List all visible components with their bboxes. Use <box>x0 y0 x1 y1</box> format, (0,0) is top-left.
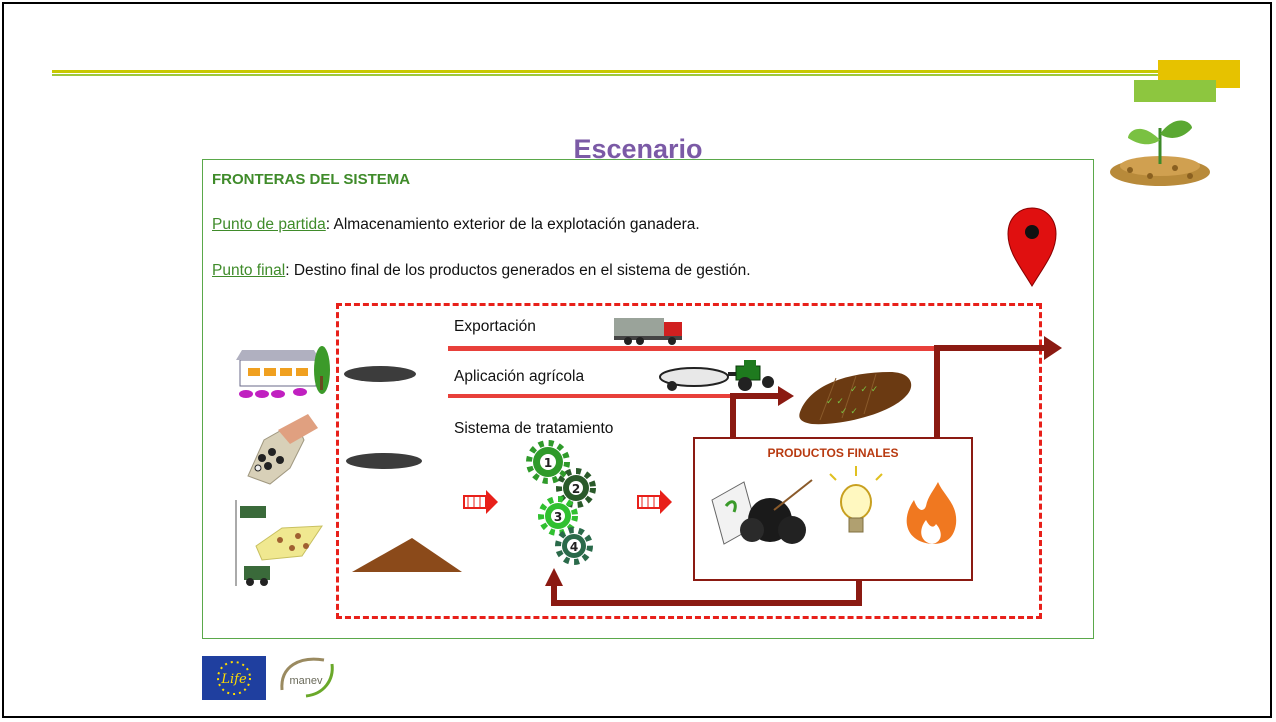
svg-text:✓ ✓ ✓: ✓ ✓ ✓ <box>850 385 878 395</box>
svg-text:✓ ✓: ✓ ✓ <box>826 397 844 407</box>
agri-label: Aplicación agrícola <box>454 368 585 385</box>
decor-green-block <box>1134 80 1216 102</box>
input-arrow <box>463 490 498 514</box>
slurry-pond-1 <box>344 366 416 382</box>
agri-line <box>448 394 778 398</box>
header-line <box>52 70 1162 73</box>
gear-1: 1 <box>526 440 570 484</box>
start-point-text: : Almacenamiento exterior de la explotac… <box>325 216 700 233</box>
pig-farm-icon <box>236 346 330 398</box>
field-arrow <box>730 386 794 437</box>
gear-2-number: 2 <box>572 482 580 496</box>
system-panel <box>202 159 1094 639</box>
end-point-label: Punto final <box>212 262 286 279</box>
export-label: Exportación <box>454 318 536 335</box>
life-logo <box>202 656 266 700</box>
export-line <box>448 346 938 351</box>
life-logo-text: Life <box>220 672 247 687</box>
treatment-label: Sistema de tratamiento <box>454 420 614 437</box>
products-title: PRODUCTOS FINALES <box>767 446 899 460</box>
truck-icon <box>614 318 682 345</box>
treatment-gears: 1 2 3 4 <box>526 440 596 565</box>
fertilizer-bag-icon <box>711 479 813 545</box>
plant-soil-icon <box>1110 120 1210 186</box>
gear-2: 2 <box>556 468 596 508</box>
solid-manure-pile <box>352 538 462 572</box>
gear-3: 3 <box>538 496 578 536</box>
recirculation-arrow <box>545 568 862 606</box>
slurry-pond-2 <box>346 453 422 469</box>
manev-logo <box>280 657 334 698</box>
end-point-text: : Destino final de los productos generad… <box>285 262 751 279</box>
end-point-line: Punto final: Destino final de los produc… <box>212 262 751 280</box>
manev-logo-text: manev <box>289 675 323 687</box>
lightbulb-icon <box>829 466 883 533</box>
start-point-label: Punto de partida <box>212 216 326 233</box>
start-point-line: Punto de partida: Almacenamiento exterio… <box>212 216 700 234</box>
cattle-farm-icon <box>247 414 318 485</box>
system-boundary-frame <box>336 303 1042 619</box>
gear-4: 4 <box>555 527 593 565</box>
gear-1-number: 1 <box>544 456 552 470</box>
location-pin-icon <box>1007 207 1057 287</box>
field-icon: ✓ ✓ ✓ ✓ ✓ ✓ ✓ <box>799 372 912 425</box>
boundaries-heading: FRONTERAS DEL SISTEMA <box>212 171 411 188</box>
svg-text:✓ ✓: ✓ ✓ <box>840 407 858 417</box>
export-exit-arrow <box>934 336 1062 437</box>
poultry-farm-icon <box>235 500 323 586</box>
gear-4-number: 4 <box>570 540 578 554</box>
output-arrow <box>637 490 672 514</box>
flame-icon <box>906 482 957 544</box>
tractor-icon <box>659 360 774 391</box>
header-line-green <box>52 74 1162 76</box>
gear-3-number: 3 <box>554 510 562 524</box>
